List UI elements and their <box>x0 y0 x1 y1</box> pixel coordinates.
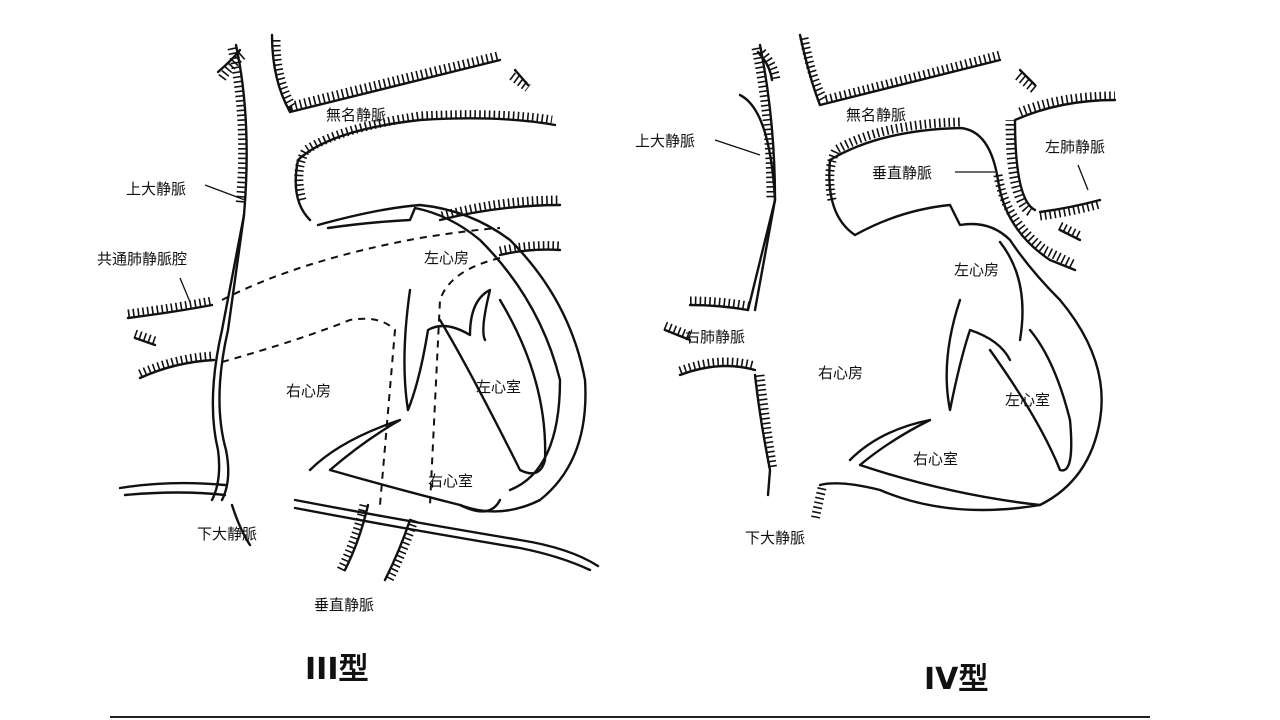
label-innominate-vein-4: 無名静脈 <box>846 106 907 124</box>
type4-drawing <box>663 33 1117 521</box>
label-right-atrium-3: 右心房 <box>286 382 332 400</box>
label-right-ventricle-3: 右心室 <box>428 472 474 490</box>
label-right-ventricle-4: 右心室 <box>913 450 959 468</box>
label-left-atrium-3: 左心房 <box>424 249 470 267</box>
label-vertical-vein-4: 垂直静脈 <box>872 164 933 182</box>
label-left-pulmonary-vein-4: 左肺静脈 <box>1045 138 1106 156</box>
label-left-ventricle-4: 左心室 <box>1005 391 1051 409</box>
label-left-atrium-4: 左心房 <box>954 261 1000 279</box>
label-common-pv-chamber-3: 共通肺静脈腔 <box>97 250 188 268</box>
label-innominate-vein-3: 無名静脈 <box>326 106 387 124</box>
bottom-divider <box>110 716 1150 718</box>
label-svc-3: 上大静脈 <box>126 180 187 198</box>
label-left-ventricle-3: 左心室 <box>476 378 522 396</box>
label-right-pulmonary-vein-4: 右肺静脈 <box>685 328 746 346</box>
label-right-atrium-4: 右心房 <box>818 364 864 382</box>
label-svc-4: 上大静脈 <box>635 132 696 150</box>
type4-title: IV型 <box>924 662 989 697</box>
label-vertical-vein-3: 垂直静脈 <box>314 596 375 614</box>
label-ivc-3: 下大静脈 <box>197 525 258 543</box>
label-ivc-4: 下大静脈 <box>745 529 806 547</box>
type3-drawing <box>118 33 600 583</box>
type3-title: III型 <box>305 652 369 687</box>
